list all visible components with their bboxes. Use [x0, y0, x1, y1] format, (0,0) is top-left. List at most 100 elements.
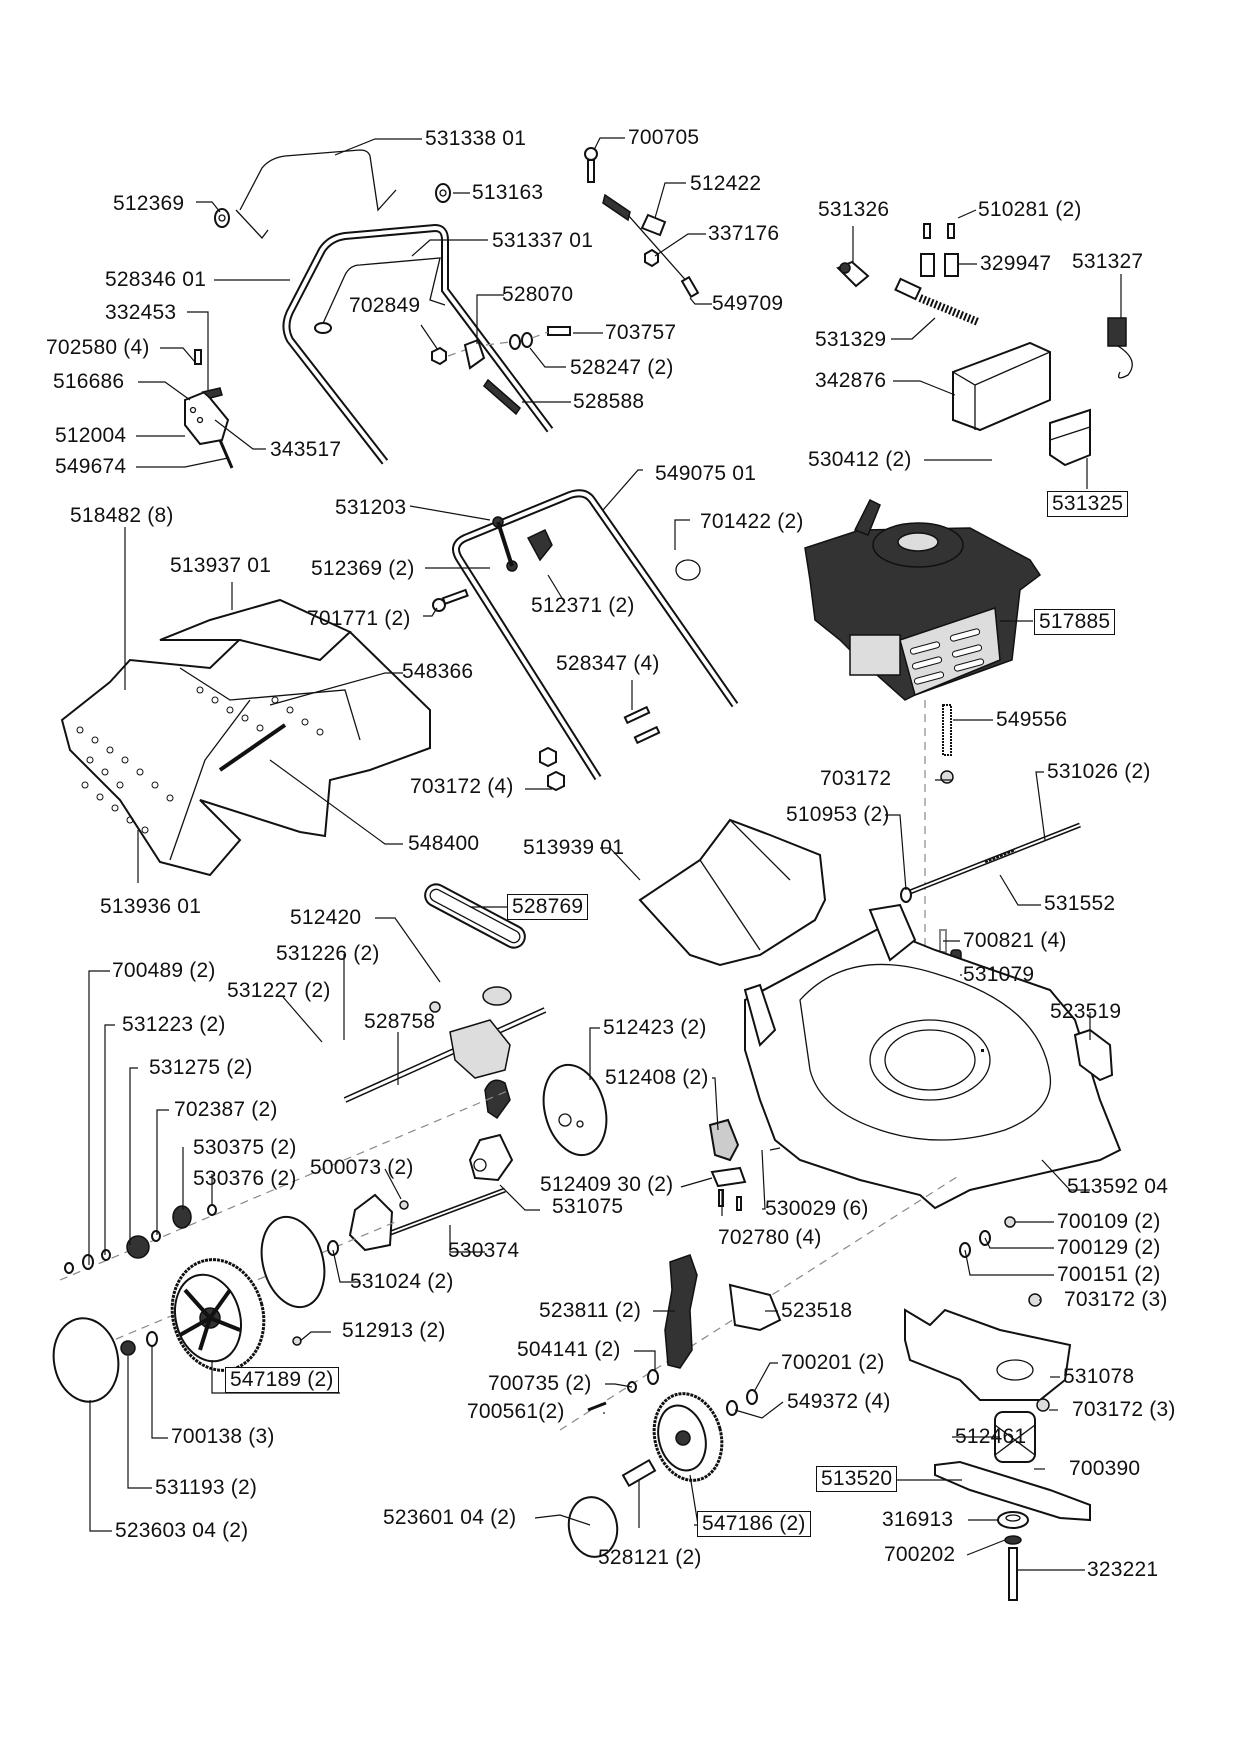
- front-washers: [587, 1369, 758, 1416]
- part-label-513592-04: 513592 04: [1067, 1175, 1169, 1198]
- part-label-528758: 528758: [364, 1010, 436, 1033]
- wire-harness-531329: [894, 277, 980, 326]
- part-label-531275: 531275 (2): [149, 1056, 253, 1079]
- part-label-523811: 523811 (2): [539, 1299, 642, 1322]
- part-label-703172-3b: 703172 (3): [1072, 1398, 1176, 1421]
- part-label-504141: 504141 (2): [517, 1338, 621, 1361]
- part-label-323221: 323221: [1087, 1558, 1159, 1581]
- part-label-528247: 528247 (2): [570, 356, 674, 379]
- ignition-switch: [836, 260, 870, 288]
- part-label-531193: 531193 (2): [155, 1476, 258, 1499]
- part-label-548400: 548400: [408, 832, 480, 855]
- part-label-500073: 500073 (2): [310, 1156, 414, 1179]
- part-label-703172-4: 703172 (4): [410, 775, 514, 798]
- part-label-528588: 528588: [573, 390, 645, 413]
- rear-hubcap: [52, 1317, 120, 1403]
- part-label-531338-01: 531338 01: [425, 127, 527, 150]
- part-label-512369-2: 512369 (2): [311, 557, 415, 580]
- rear-flap: [638, 818, 827, 967]
- grass-catcher: [60, 598, 431, 877]
- mower-deck: [743, 903, 1122, 1210]
- part-label-531325: 531325: [1047, 491, 1129, 517]
- part-label-512371: 512371 (2): [531, 594, 635, 617]
- part-label-701771: 701771 (2): [307, 607, 411, 630]
- clip-329947: [920, 253, 959, 277]
- part-label-517885: 517885: [1034, 609, 1116, 635]
- blade-adapter-531078: [904, 1308, 1072, 1401]
- lockwasher-700202: [1004, 1535, 1022, 1545]
- throttle-control: [184, 349, 234, 469]
- part-label-700390: 700390: [1069, 1457, 1141, 1480]
- bolt-701771: [432, 588, 469, 612]
- part-label-528346-01: 528346 01: [105, 268, 207, 291]
- part-label-530374: 530374: [448, 1239, 520, 1262]
- part-label-510953: 510953 (2): [786, 803, 890, 826]
- bolts-528347: [623, 705, 661, 745]
- part-label-512422: 512422: [690, 172, 762, 195]
- gear-531275: [126, 1235, 150, 1259]
- part-label-531552: 531552: [1044, 892, 1116, 915]
- part-label-512004: 512004: [55, 424, 127, 447]
- part-label-703172-3a: 703172 (3): [1064, 1288, 1168, 1311]
- disc-512423: [542, 1063, 608, 1157]
- part-label-531329: 531329: [815, 328, 887, 351]
- part-label-531203: 531203: [335, 496, 407, 519]
- rear-axle-530374: [348, 1187, 506, 1252]
- part-label-549674: 549674: [55, 455, 127, 478]
- front-wheel-547186: [652, 1392, 724, 1482]
- stud-549556: [942, 704, 952, 756]
- part-label-702780: 702780 (4): [718, 1226, 822, 1249]
- part-label-316913: 316913: [882, 1508, 954, 1531]
- part-label-700821: 700821 (4): [963, 929, 1067, 952]
- screws-510281: [923, 223, 955, 239]
- part-label-531226: 531226 (2): [276, 942, 380, 965]
- part-label-512461: 512461: [955, 1425, 1027, 1448]
- part-label-332453: 332453: [105, 301, 177, 324]
- part-label-523518: 523518: [781, 1299, 853, 1322]
- washer-316913: [997, 1511, 1029, 1529]
- part-label-528347: 528347 (4): [556, 652, 660, 675]
- part-label-513936-01: 513936 01: [100, 895, 202, 918]
- nut-703172: [940, 770, 954, 784]
- pedal-531075: [468, 1079, 514, 1182]
- part-label-531327: 531327: [1072, 250, 1144, 273]
- middle-handle-bar: [282, 223, 554, 465]
- drive-belt-528769: [424, 883, 526, 949]
- part-label-513520: 513520: [816, 1466, 898, 1492]
- gearbox: [343, 986, 547, 1103]
- height-adjust-axle: [900, 822, 1081, 903]
- part-label-530376: 530376 (2): [193, 1167, 297, 1190]
- part-label-523603-04: 523603 04 (2): [115, 1519, 249, 1542]
- part-label-512409-30: 512409 30 (2): [540, 1173, 674, 1196]
- hub-512461: [994, 1411, 1036, 1463]
- part-label-530412: 530412 (2): [808, 448, 912, 471]
- part-label-530375: 530375 (2): [193, 1136, 297, 1159]
- part-label-512420: 512420: [290, 906, 362, 929]
- part-label-700201: 700201 (2): [781, 1351, 885, 1374]
- front-hubcap: [567, 1496, 619, 1558]
- clip-701422: [675, 559, 701, 581]
- axle-bolt-528121: [621, 1458, 657, 1488]
- front-wheel-bracket-523811: [664, 1254, 698, 1369]
- part-label-523601-04: 523601 04 (2): [383, 1506, 517, 1529]
- part-label-547189: 547189 (2): [225, 1367, 339, 1393]
- lower-handle: [452, 489, 739, 781]
- part-label-512423: 512423 (2): [603, 1016, 707, 1039]
- part-label-513937-01: 513937 01: [170, 554, 272, 577]
- part-label-343517: 343517: [270, 438, 342, 461]
- part-label-528769: 528769: [507, 894, 589, 920]
- part-label-337176: 337176: [708, 222, 780, 245]
- part-label-549556: 549556: [996, 708, 1068, 731]
- washer-513163: [435, 183, 451, 203]
- upper-handle-bar: [235, 149, 397, 240]
- part-label-700489: 700489 (2): [112, 959, 216, 982]
- part-label-549709: 549709: [712, 292, 784, 315]
- part-label-531223: 531223 (2): [122, 1013, 226, 1036]
- battery-342876: [952, 341, 1051, 432]
- part-label-512913: 512913 (2): [342, 1319, 446, 1342]
- part-label-531026: 531026 (2): [1047, 760, 1151, 783]
- part-label-342876: 342876: [815, 369, 887, 392]
- deck-hardware: [708, 1118, 1050, 1412]
- part-label-530029: 530029 (6): [765, 1197, 869, 1220]
